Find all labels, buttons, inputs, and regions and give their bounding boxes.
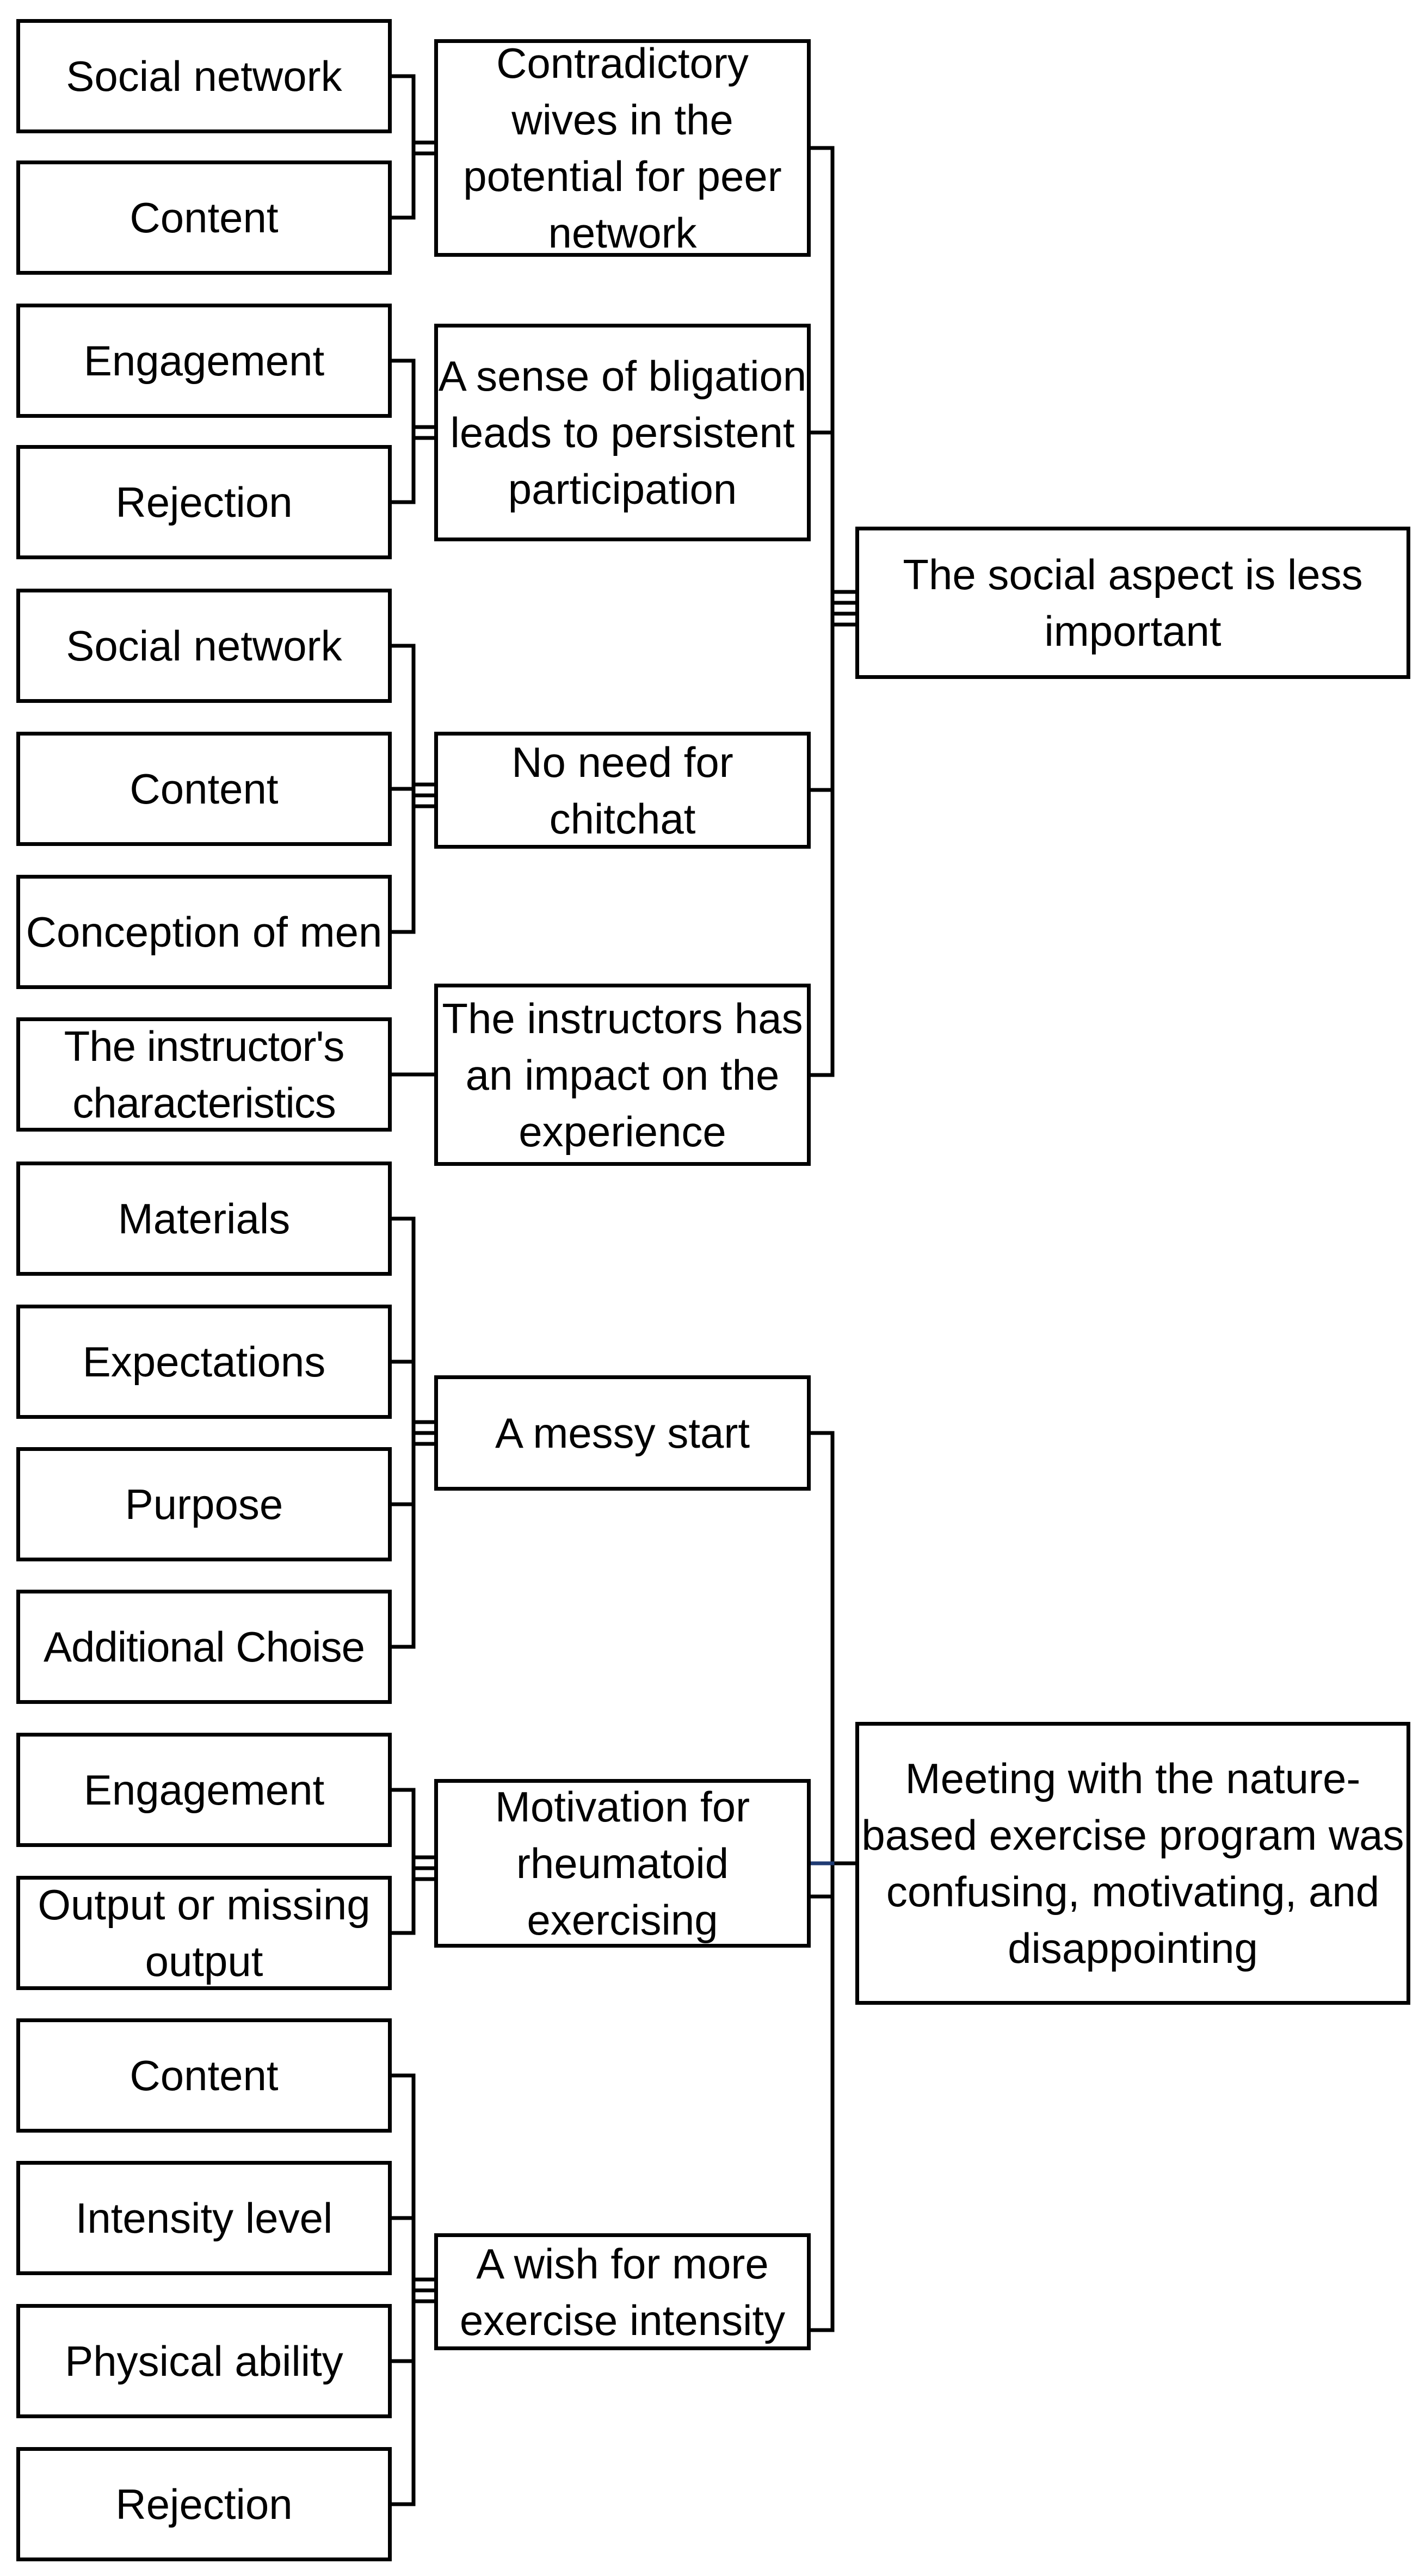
code-label: Rejection	[115, 478, 293, 526]
subtheme-box: A messy start	[434, 1375, 811, 1491]
subtheme-label: The instructors has an impact on the exp…	[442, 994, 803, 1156]
code-box: Purpose	[16, 1447, 392, 1561]
code-box: Social network	[16, 19, 392, 133]
subtheme-box: Contradictory wives in the potential for…	[434, 39, 811, 257]
theme-label: Meeting with the nature-based exercise p…	[861, 1755, 1404, 1972]
subtheme-box: The instructors has an impact on the exp…	[434, 984, 811, 1166]
code-label: Content	[129, 194, 279, 242]
subtheme-box: No need for chitchat	[434, 732, 811, 849]
code-box: Rejection	[16, 445, 392, 559]
code-label: Output or missing output	[38, 1881, 371, 1985]
code-label: Expectations	[82, 1338, 326, 1386]
code-box: Output or missing output	[16, 1876, 392, 1990]
subtheme-label: A wish for more exercise intensity	[459, 2239, 786, 2344]
code-box: Rejection	[16, 2447, 392, 2561]
code-label: Physical ability	[65, 2337, 343, 2385]
theme-box: Meeting with the nature-based exercise p…	[855, 1722, 1410, 2005]
code-label: Materials	[118, 1195, 291, 1243]
code-label: Rejection	[115, 2480, 293, 2528]
subtheme-box: A wish for more exercise intensity	[434, 2233, 811, 2350]
code-box: The instructor's characteristics	[16, 1017, 392, 1132]
subtheme-label: A sense of bligation leads to persistent…	[438, 352, 807, 513]
code-label: Additional Choise	[43, 1623, 365, 1671]
code-box: Social network	[16, 589, 392, 703]
code-box: Content	[16, 2018, 392, 2133]
code-label: Intensity level	[75, 2194, 333, 2242]
code-box: Engagement	[16, 1733, 392, 1847]
code-box: Content	[16, 160, 392, 275]
subtheme-label: Motivation for rheumatoid exercising	[495, 1783, 750, 1944]
code-label: Content	[129, 2052, 279, 2099]
theme-label: The social aspect is less important	[903, 551, 1363, 655]
code-box: Additional Choise	[16, 1590, 392, 1704]
code-label: Social network	[66, 622, 342, 670]
code-box: Conception of men	[16, 875, 392, 989]
code-label: Conception of men	[26, 908, 383, 956]
code-box: Intensity level	[16, 2161, 392, 2275]
code-label: The instructor's characteristics	[64, 1022, 345, 1127]
subtheme-label: No need for chitchat	[511, 738, 733, 843]
subtheme-label: Contradictory wives in the potential for…	[463, 39, 782, 257]
subtheme-label: A messy start	[495, 1409, 750, 1457]
code-box: Expectations	[16, 1305, 392, 1419]
code-label: Engagement	[83, 1766, 325, 1814]
subtheme-box: Motivation for rheumatoid exercising	[434, 1779, 811, 1948]
code-label: Engagement	[83, 337, 325, 385]
code-label: Purpose	[125, 1480, 283, 1528]
code-label: Content	[129, 765, 279, 813]
code-label: Social network	[66, 52, 342, 100]
code-box: Materials	[16, 1162, 392, 1276]
code-box: Physical ability	[16, 2304, 392, 2418]
subtheme-box: A sense of bligation leads to persistent…	[434, 324, 811, 541]
code-box: Content	[16, 732, 392, 846]
code-box: Engagement	[16, 304, 392, 418]
theme-box: The social aspect is less important	[855, 527, 1410, 679]
